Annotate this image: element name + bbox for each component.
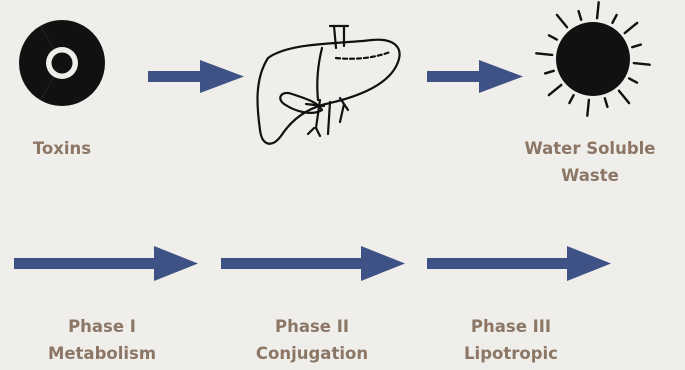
sun-ray xyxy=(605,98,608,107)
sun-ray xyxy=(549,35,557,39)
sun-ray xyxy=(587,100,589,116)
phase-2-label: Phase II Conjugation xyxy=(252,313,372,367)
sun-ray xyxy=(625,23,637,33)
waste-label-line1: Water Soluble xyxy=(520,135,660,162)
arrow-toxins-to-liver xyxy=(148,60,244,93)
sun-ray xyxy=(629,78,637,82)
sun-ray xyxy=(597,2,599,18)
phase-2-subtitle: Conjugation xyxy=(252,340,372,367)
waste-label-line2: Waste xyxy=(520,162,660,189)
sun-ray xyxy=(549,85,561,95)
sun-ray xyxy=(545,71,554,74)
phase-1-arrow xyxy=(14,246,198,281)
phase-1-label: Phase I Metabolism xyxy=(42,313,162,367)
sun-burst-icon xyxy=(536,2,649,115)
sun-ray xyxy=(536,53,552,55)
phase-3-arrow xyxy=(427,246,611,281)
sun-ray xyxy=(569,95,573,103)
liver-icon xyxy=(257,26,399,144)
phase-3-title: Phase III xyxy=(451,313,571,340)
sun-ray xyxy=(579,11,582,20)
toxins-label: Toxins xyxy=(22,135,102,162)
phase-1-subtitle: Metabolism xyxy=(42,340,162,367)
sun-ray xyxy=(632,45,641,48)
radiation-icon xyxy=(3,4,110,106)
phase-3-label: Phase III Lipotropic xyxy=(451,313,571,367)
sun-ray xyxy=(612,15,616,23)
phase-1-title: Phase I xyxy=(42,313,162,340)
arrow-liver-to-waste xyxy=(427,60,523,93)
phase-2-arrow xyxy=(221,246,405,281)
sun-ray xyxy=(634,63,650,65)
sun-ray xyxy=(557,15,567,27)
phase-2-title: Phase II xyxy=(252,313,372,340)
toxins-label-text: Toxins xyxy=(22,135,102,162)
sun-ray xyxy=(619,91,629,103)
waste-label: Water Soluble Waste xyxy=(520,135,660,189)
phase-3-subtitle: Lipotropic xyxy=(451,340,571,367)
